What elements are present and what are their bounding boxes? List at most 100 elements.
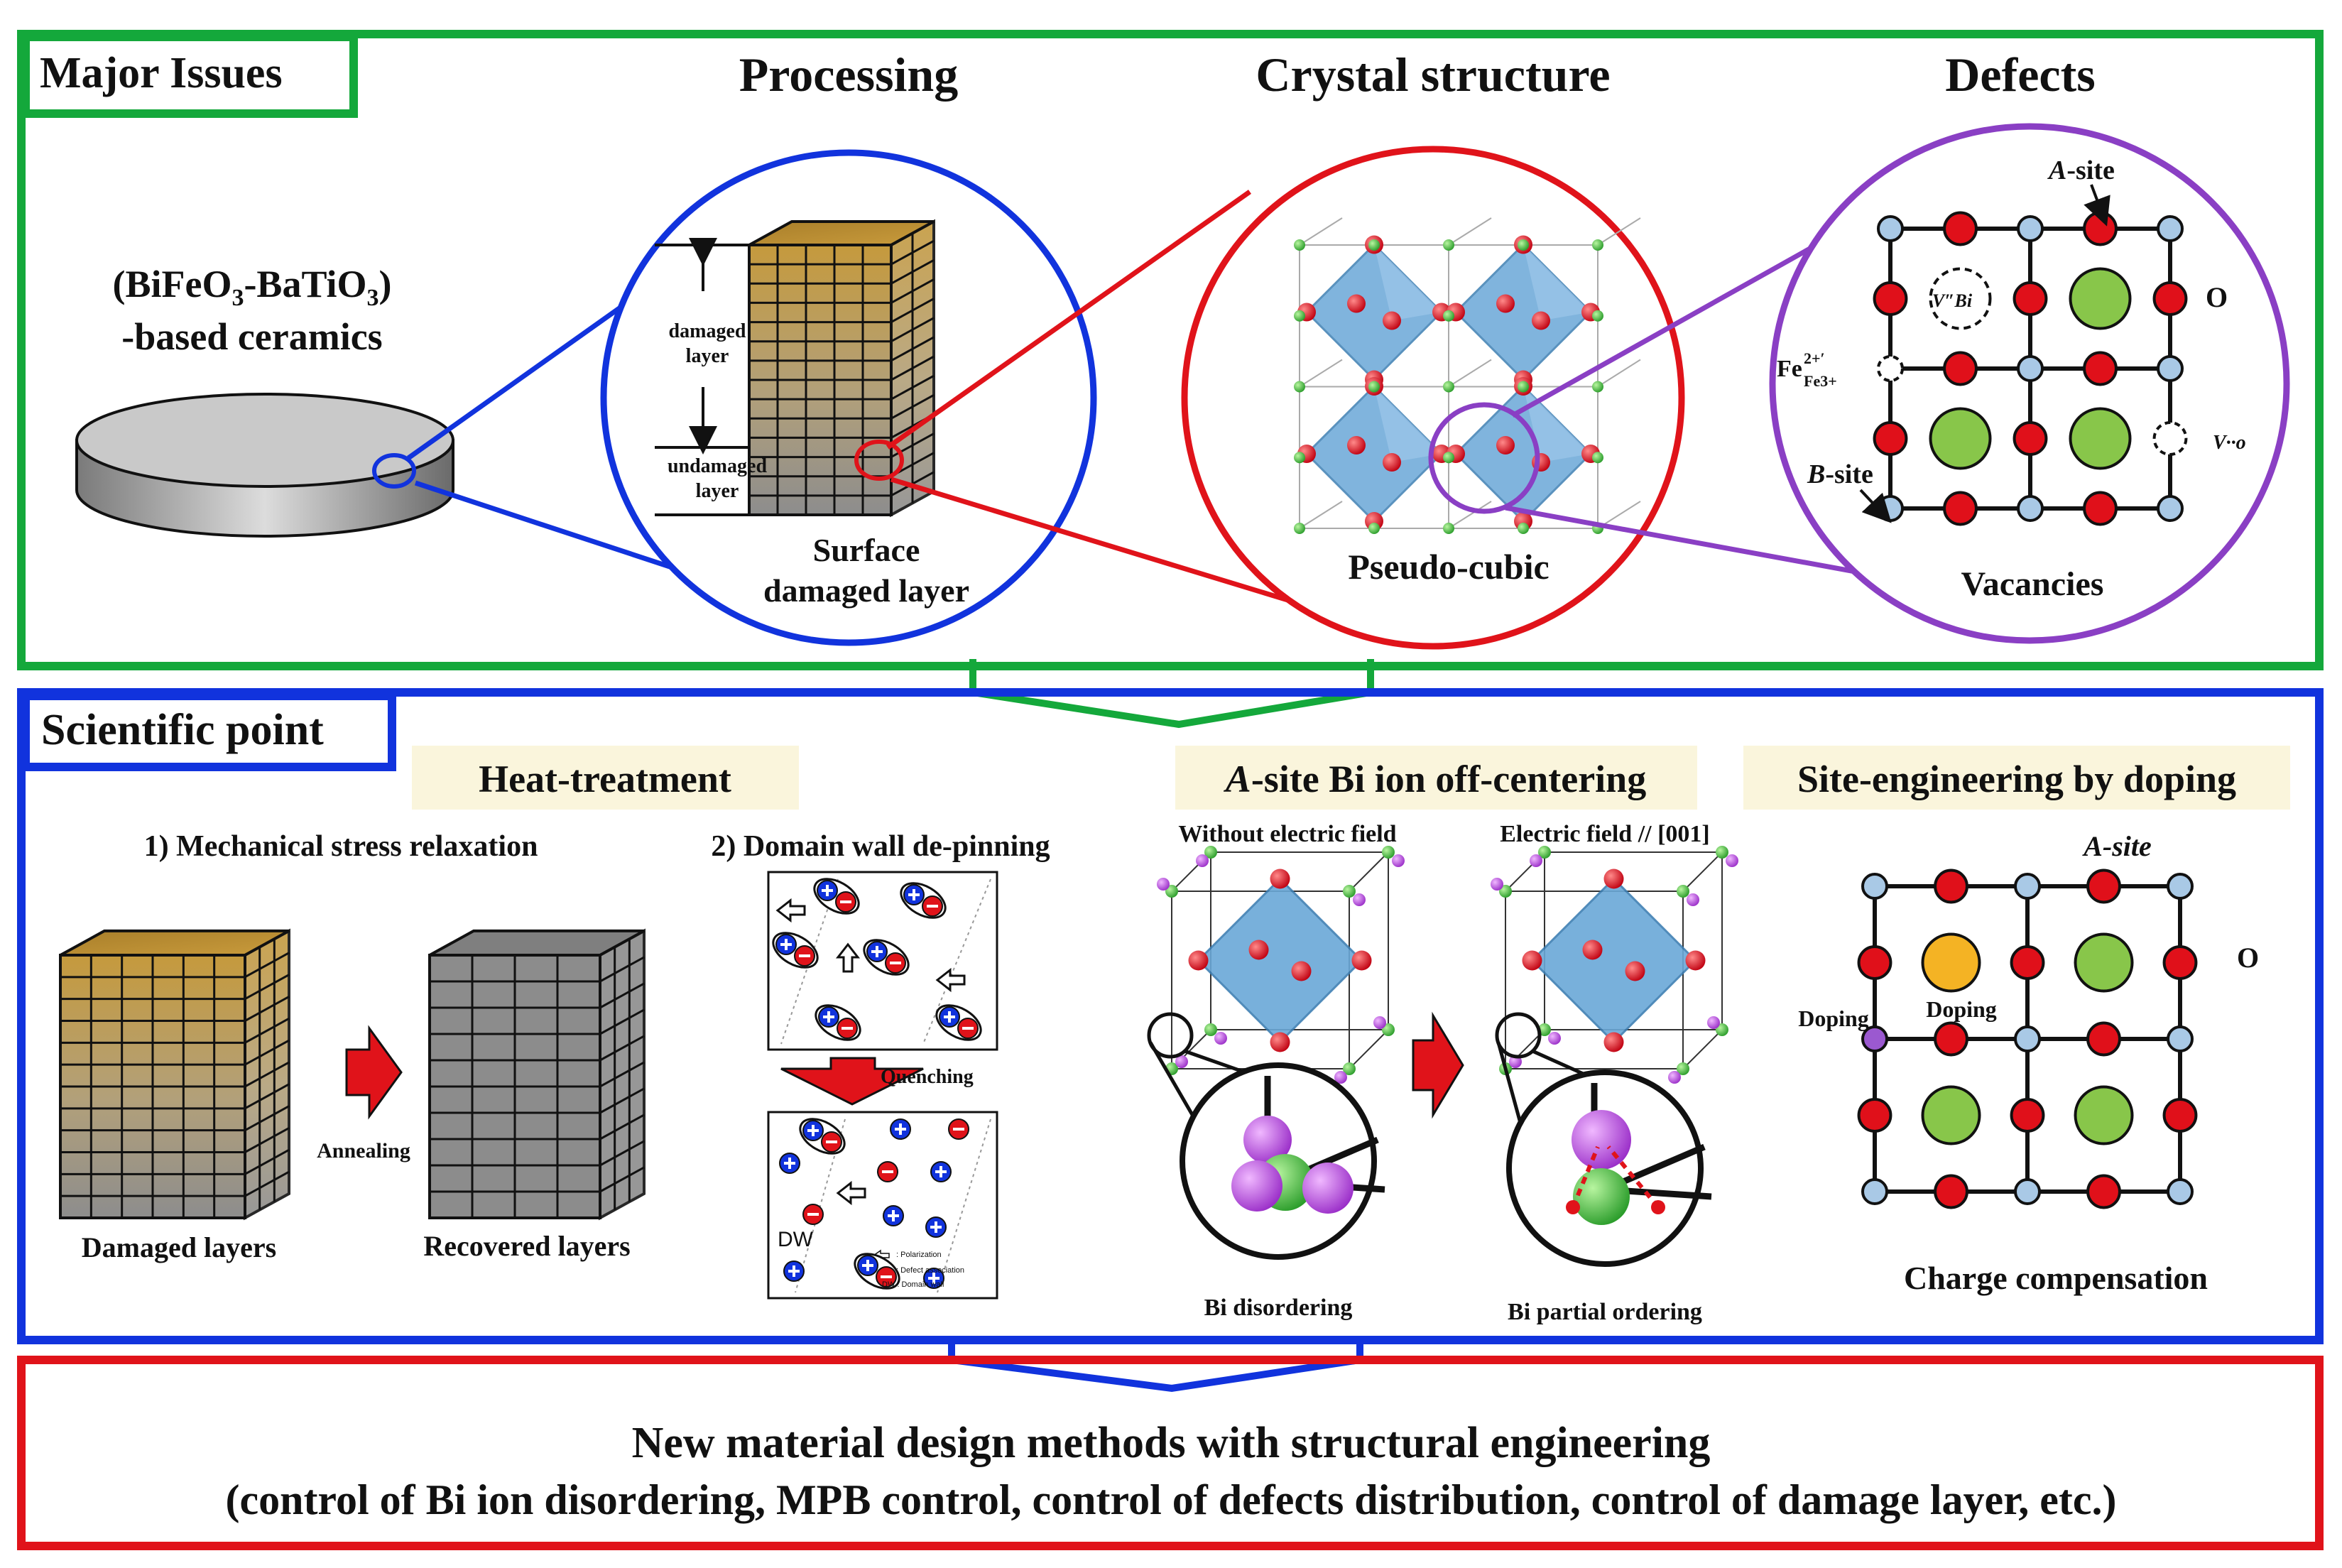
a-site-atom bbox=[1518, 523, 1529, 534]
domain-wall-depinned-panel: DW : Polarization : Defect association D… bbox=[767, 1111, 998, 1300]
bi-partial-ordering-zoom bbox=[1495, 1012, 1712, 1267]
a-site-atom bbox=[2074, 932, 2134, 993]
corner-atom bbox=[1204, 846, 1217, 859]
a-site-atom bbox=[2074, 1085, 2134, 1145]
a-site-atom bbox=[1518, 381, 1529, 393]
bi-atom bbox=[1668, 1071, 1681, 1084]
b-site-atom bbox=[2014, 873, 2041, 900]
doping-a-site-label: A-site bbox=[2081, 830, 2152, 862]
oxygen-atom bbox=[1248, 940, 1269, 960]
oxygen-atom bbox=[1351, 950, 1372, 971]
annealing-arrow bbox=[345, 1025, 403, 1120]
corner-atom bbox=[1343, 1062, 1356, 1075]
oxygen-atom bbox=[1943, 351, 1978, 386]
bi-atom bbox=[1687, 893, 1699, 906]
corner-atom bbox=[1382, 1023, 1395, 1036]
legend-polarization: : Polarization bbox=[896, 1251, 942, 1259]
corner-atom bbox=[1499, 885, 1512, 898]
corner-atom bbox=[1382, 846, 1395, 859]
corner-atom bbox=[1204, 1023, 1217, 1036]
a-site-atom bbox=[1368, 523, 1380, 534]
corner-atom bbox=[1716, 846, 1728, 859]
oxygen-atom bbox=[1291, 961, 1312, 981]
processing-heading: Processing bbox=[739, 48, 959, 102]
a-site-atom bbox=[1443, 381, 1454, 393]
domain-wall-label: 2) Domain wall de-pinning bbox=[711, 830, 1050, 863]
oxygen-atom bbox=[2083, 351, 2118, 386]
oxygen-atom bbox=[1943, 491, 1978, 526]
b-site-atom bbox=[2167, 873, 2194, 900]
a-site-atom bbox=[1443, 239, 1454, 251]
polarization-arrow bbox=[836, 1180, 866, 1206]
damaged-layer-label-2: layer bbox=[686, 345, 729, 367]
a-site-atom bbox=[1518, 239, 1529, 251]
a-site-atom bbox=[1921, 932, 1981, 993]
recovered-layers-block bbox=[428, 928, 646, 1221]
major-issues-frame bbox=[17, 30, 2324, 670]
oxygen-atom bbox=[2152, 421, 2188, 456]
b-site-atom bbox=[2017, 495, 2044, 522]
bi-atom bbox=[1707, 1016, 1720, 1029]
conclusion-line-1: New material design methods with structu… bbox=[632, 1419, 1711, 1467]
ceramic-label-line1: (BiFeO3-BaTiO3) bbox=[112, 263, 391, 311]
surface-label-1: Surface bbox=[813, 532, 920, 568]
b-site-atom bbox=[1877, 215, 1904, 242]
scientific-tag bbox=[21, 692, 396, 771]
b-site-atom bbox=[1861, 873, 1888, 900]
oxygen-atom bbox=[2083, 211, 2118, 246]
conclusion-line-2: (control of Bi ion disordering, MPB cont… bbox=[225, 1476, 2116, 1523]
bi-atom bbox=[1530, 854, 1542, 867]
oxygen-atom bbox=[2013, 281, 2048, 316]
b-site-atom bbox=[2167, 1178, 2194, 1205]
b-site-atom bbox=[2017, 355, 2044, 382]
oxygen-atom bbox=[1532, 311, 1550, 330]
oxygen-atom bbox=[2013, 421, 2048, 456]
undamaged-layer-label-1: undamaged bbox=[668, 455, 767, 477]
oxygen-atom bbox=[1857, 945, 1892, 980]
major-issues-title: Major Issues bbox=[40, 49, 283, 97]
polarization-arrow bbox=[935, 967, 966, 993]
unit-cell-without-field bbox=[1157, 846, 1405, 1084]
corner-atom bbox=[1165, 885, 1178, 898]
crystal-heading: Crystal structure bbox=[1256, 48, 1610, 102]
oxygen-atom bbox=[1496, 294, 1515, 313]
charge-compensation-label: Charge compensation bbox=[1904, 1260, 2208, 1296]
corner-atom bbox=[1677, 885, 1689, 898]
bi-atom bbox=[1157, 878, 1170, 891]
undamaged-layer-label-2: layer bbox=[696, 480, 739, 502]
bi-atom bbox=[1373, 1016, 1386, 1029]
middle-to-bottom-connector bbox=[582, 1340, 1726, 1393]
quenching-label: Quenching bbox=[881, 1066, 974, 1088]
oxygen-atom bbox=[2086, 1174, 2121, 1209]
layer-bracket: damaged layer undamaged layer bbox=[655, 238, 767, 516]
corner-atom bbox=[1716, 1023, 1728, 1036]
octahedron bbox=[1197, 877, 1363, 1044]
oxygen-atom bbox=[1270, 869, 1290, 889]
vacancies-label: Vacancies bbox=[1961, 565, 2104, 603]
ceramic-disk: (BiFeO3-BaTiO3) -based ceramics bbox=[75, 263, 454, 538]
bi-atom bbox=[1572, 1110, 1631, 1170]
doping-lattice bbox=[1857, 869, 2198, 1209]
legend-defect: : Defect association bbox=[896, 1266, 964, 1275]
damaged-layer-label-1: damaged bbox=[669, 320, 746, 342]
bi-atom bbox=[1491, 878, 1503, 891]
defects-fe-sub: Fe3+ bbox=[1804, 372, 1837, 390]
a-site-atom bbox=[1368, 381, 1380, 393]
a-site-atom bbox=[1443, 452, 1454, 464]
a-site-atom bbox=[1592, 310, 1603, 322]
crystal-zoom-marker bbox=[1428, 402, 1540, 514]
oxygen-atom bbox=[1873, 421, 1908, 456]
b-site-atom bbox=[2167, 1025, 2194, 1052]
ceramic-label-line2: -based ceramics bbox=[121, 315, 382, 358]
off-centering-heading: A-site Bi ion off-centering bbox=[1224, 758, 1646, 800]
pseudo-cubic-structure bbox=[1294, 217, 1641, 534]
oxygen-atom bbox=[1943, 211, 1978, 246]
b-site-atom bbox=[2157, 355, 2184, 382]
major-issues-section: Major Issues Processing Crystal structur… bbox=[17, 30, 2324, 670]
b-site-atom bbox=[1861, 1178, 1888, 1205]
oxygen-atom bbox=[2083, 491, 2118, 526]
doping-o-label: O bbox=[2237, 942, 2259, 974]
b-site-atom bbox=[2017, 215, 2044, 242]
b-site-atom bbox=[2014, 1178, 2041, 1205]
oxygen-atom bbox=[1625, 961, 1645, 981]
